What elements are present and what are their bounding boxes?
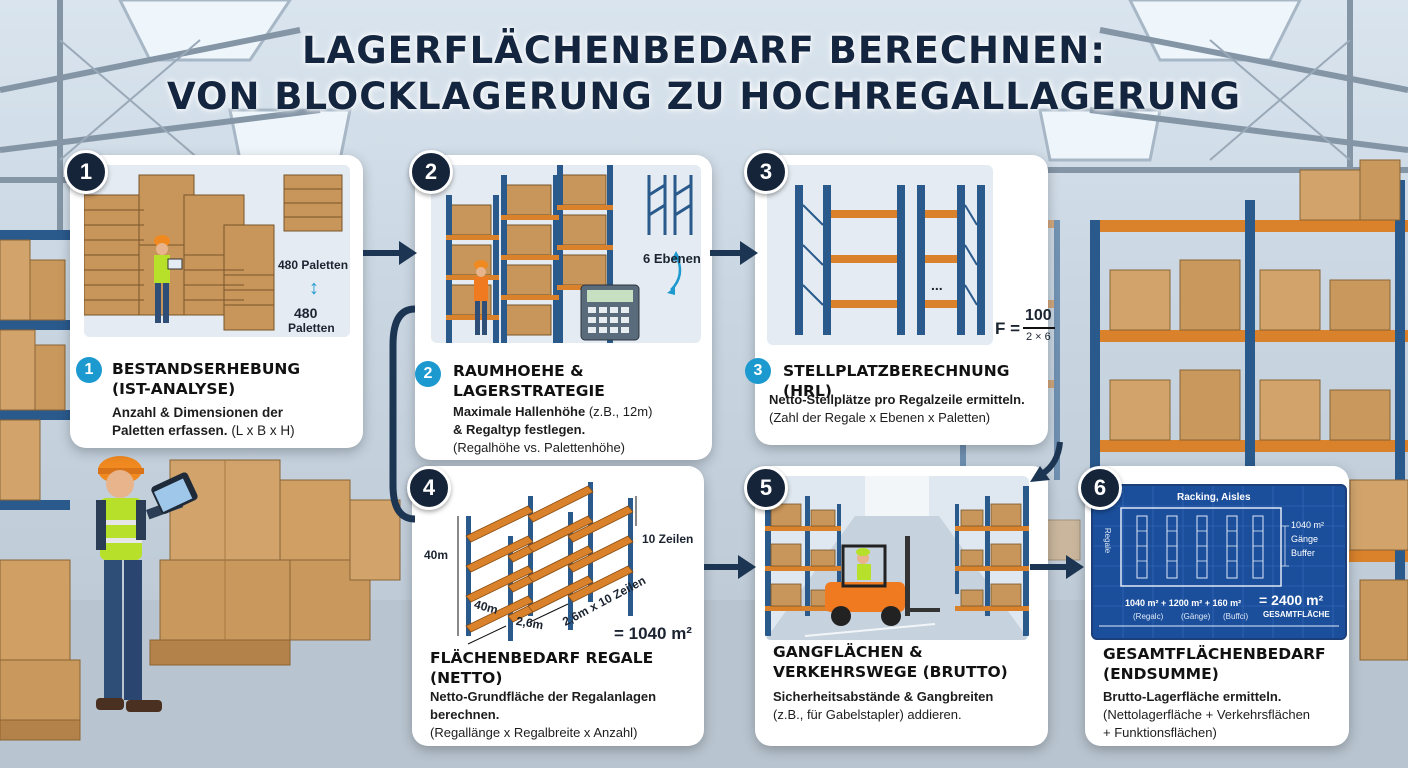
step-1-desc-bold1: Anzahl & Dimensionen der bbox=[112, 405, 284, 420]
step-2-card: 6 Ebenen 2 RAUMHOEHE & LAGERSTRATEGIE Ma… bbox=[415, 155, 712, 460]
blueprint-total: = 2400 m² bbox=[1259, 592, 1324, 608]
title-line2: VON BLOCKLAGERUNG ZU HOCHREGALLAGERUNG bbox=[167, 75, 1241, 118]
blueprint-left-label: Regale bbox=[1103, 527, 1113, 554]
step-1-title: BESTANDSERHEBUNG (IST-ANALYSE) bbox=[112, 359, 300, 399]
step-2-illustration: 6 Ebenen bbox=[431, 165, 701, 343]
step-3-ellipsis: ... bbox=[931, 277, 943, 293]
step-3-desc-bold: Netto-Stellplätze pro Regalzeile ermitte… bbox=[769, 392, 1025, 407]
double-arrow-icon: ↕ bbox=[309, 277, 319, 299]
arrow-step1-to-step2 bbox=[363, 241, 417, 265]
step-1-desc-normal: (L x B x H) bbox=[227, 423, 295, 438]
step-2-desc-bold2: & Regaltyp festlegen. bbox=[453, 422, 586, 437]
step-2-description: Maximale Hallenhöhe (z.B., 12m) & Regalt… bbox=[453, 403, 708, 457]
step-6-title: GESAMTFLÄCHENBEDARF (ENDSUMME) bbox=[1103, 644, 1326, 684]
step-4-title-line1: FLÄCHENBEDARF REGALE bbox=[430, 649, 654, 667]
step-2-label-levels: 6 Ebenen bbox=[643, 251, 701, 266]
step-5-title: GANGFLÄCHEN & VERKEHRSWEGE (BRUTTO) bbox=[773, 642, 1008, 682]
step-4-illustration: 40m 40m 2,6m 10 Zeilen 2,6m x 10 Zeilen … bbox=[418, 476, 700, 648]
step-1-small-number: 1 bbox=[76, 357, 102, 383]
step-3-card: ... F = 100 2 × 6 3 STELLPLATZBERECHNUNG… bbox=[745, 155, 1055, 445]
step-4-label-height: 40m bbox=[424, 548, 449, 562]
blueprint-sub-aisles: (Gänge) bbox=[1181, 612, 1211, 621]
step-3-title: STELLPLATZBERECHNUNG (HRL) bbox=[783, 362, 1010, 400]
step-1-description: Anzahl & Dimensionen der Paletten erfass… bbox=[112, 404, 357, 440]
step-1-label-unit: Paletten bbox=[288, 321, 335, 335]
blueprint-sub-buffer: (Buffci) bbox=[1223, 612, 1249, 621]
blueprint-header: Racking, Aisles bbox=[1177, 492, 1251, 503]
step-2-title: RAUMHOEHE & LAGERSTRATEGIE bbox=[453, 361, 605, 401]
blueprint-side-aisles: Gänge bbox=[1291, 534, 1319, 544]
worker-with-tablet-illustration bbox=[96, 456, 198, 712]
step-2-badge: 2 bbox=[409, 150, 453, 194]
blueprint-sum: 1040 m² + 1200 m² + 160 m² bbox=[1125, 598, 1242, 608]
step-1-label-pallets: 480 Paletten bbox=[278, 258, 349, 272]
arrow-step5-to-step6 bbox=[1030, 555, 1084, 579]
step-3-desc-normal: (Zahl der Regale x Ebenen x Paletten) bbox=[769, 410, 991, 425]
formula-prefix: F = bbox=[995, 319, 1021, 338]
step-2-desc-normal1: (z.B., 12m) bbox=[585, 404, 653, 419]
blueprint-total-label: GESAMTFLÄCHE bbox=[1263, 610, 1330, 619]
page-title: LAGERFLÄCHENBEDARF BERECHNEN: VON BLOCKL… bbox=[0, 28, 1408, 120]
step-4-desc-bold1: Netto-Grundfläche der Regalanlagen bbox=[430, 689, 657, 704]
formula-denominator: 2 × 6 bbox=[1026, 331, 1051, 343]
step-4-label-rows: 10 Zeilen bbox=[642, 532, 694, 546]
step-5-title-line1: GANGFLÄCHEN & bbox=[773, 643, 923, 661]
step-4-card: 40m 40m 2,6m 10 Zeilen 2,6m x 10 Zeilen … bbox=[412, 466, 704, 746]
arrow-step2-to-step3 bbox=[710, 241, 758, 265]
step-6-title-line2: (ENDSUMME) bbox=[1103, 665, 1219, 683]
step-3-illustration: ... bbox=[767, 165, 993, 345]
step-3-description: Netto-Stellplätze pro Regalzeile ermitte… bbox=[769, 391, 1047, 427]
step-1-title-line2: (IST-ANALYSE) bbox=[112, 380, 236, 398]
step-1-title-line1: BESTANDSERHEBUNG bbox=[112, 360, 301, 378]
step-6-blueprint: Racking, Aisles Regale 1040 m² Gänge Buf… bbox=[1091, 484, 1347, 640]
step-1-illustration: 480 Paletten ↕ 480 Paletten bbox=[84, 165, 350, 337]
step-5-desc-normal: (z.B., für Gabelstapler) addieren. bbox=[773, 707, 962, 722]
step-6-desc-normal2: + Funktionsflächen) bbox=[1103, 725, 1217, 740]
step-5-desc-bold: Sicherheitsabstände & Gangbreiten bbox=[773, 689, 994, 704]
step-3-badge: 3 bbox=[744, 150, 788, 194]
step-2-title-line1: RAUMHOEHE & bbox=[453, 362, 584, 380]
step-2-desc-normal2: (Regalhöhe vs. Palettenhöhe) bbox=[453, 440, 626, 455]
step-5-badge: 5 bbox=[744, 466, 788, 510]
step-5-illustration bbox=[765, 476, 1029, 640]
step-4-badge: 4 bbox=[407, 466, 451, 510]
step-1-desc-bold2: Paletten erfassen. bbox=[112, 423, 228, 438]
step-6-badge: 6 bbox=[1078, 466, 1122, 510]
step-2-desc-bold1: Maximale Hallenhöhe bbox=[453, 404, 586, 419]
arrow-step2-to-step4 bbox=[389, 305, 416, 523]
step-1-badge: 1 bbox=[64, 150, 108, 194]
step-6-desc-bold: Brutto-Lagerfläche ermitteln. bbox=[1103, 689, 1282, 704]
step-4-desc-bold2: berechnen. bbox=[430, 707, 500, 722]
step-5-title-line2: VERKEHRSWEGE (BRUTTO) bbox=[773, 663, 1008, 681]
step-3-small-number: 3 bbox=[745, 358, 771, 384]
step-4-label-result: = 1040 m² bbox=[614, 624, 692, 643]
step-6-title-line1: GESAMTFLÄCHENBEDARF bbox=[1103, 645, 1326, 663]
step-4-title-line2: (NETTO) bbox=[430, 669, 503, 687]
step-3-formula: F = 100 2 × 6 bbox=[995, 307, 1055, 353]
step-5-card: GANGFLÄCHEN & VERKEHRSWEGE (BRUTTO) Sich… bbox=[755, 466, 1048, 746]
formula-bar bbox=[1023, 327, 1055, 329]
arrow-step4-to-step5 bbox=[704, 555, 756, 579]
step-6-description: Brutto-Lagerfläche ermitteln. (Nettolage… bbox=[1103, 688, 1347, 742]
step-5-description: Sicherheitsabstände & Gangbreiten (z.B.,… bbox=[773, 688, 1045, 724]
step-4-title: FLÄCHENBEDARF REGALE (NETTO) bbox=[430, 648, 653, 688]
step-1-card: 480 Paletten ↕ 480 Paletten 1 BESTANDSER… bbox=[70, 155, 363, 448]
step-6-desc-normal1: (Nettolagerfläche + Verkehrsflächen bbox=[1103, 707, 1311, 722]
blueprint-side-buffer: Buffer bbox=[1291, 548, 1315, 558]
blueprint-sub-racks: (Regalc) bbox=[1133, 612, 1164, 621]
title-line1: LAGERFLÄCHENBEDARF BERECHNEN: bbox=[301, 29, 1107, 72]
step-2-title-line2: LAGERSTRATEGIE bbox=[453, 382, 605, 400]
step-4-description: Netto-Grundfläche der Regalanlagen berec… bbox=[430, 688, 700, 742]
blueprint-side-area: 1040 m² bbox=[1291, 520, 1325, 530]
step-2-small-number: 2 bbox=[415, 361, 441, 387]
step-1-label-count: 480 bbox=[294, 305, 318, 321]
formula-numerator: 100 bbox=[1025, 307, 1052, 324]
step-6-card: Racking, Aisles Regale 1040 m² Gänge Buf… bbox=[1085, 466, 1349, 746]
arrow-step3-to-step5 bbox=[1030, 441, 1063, 482]
step-4-desc-normal: (Regallänge x Regalbreite x Anzahl) bbox=[430, 725, 638, 740]
